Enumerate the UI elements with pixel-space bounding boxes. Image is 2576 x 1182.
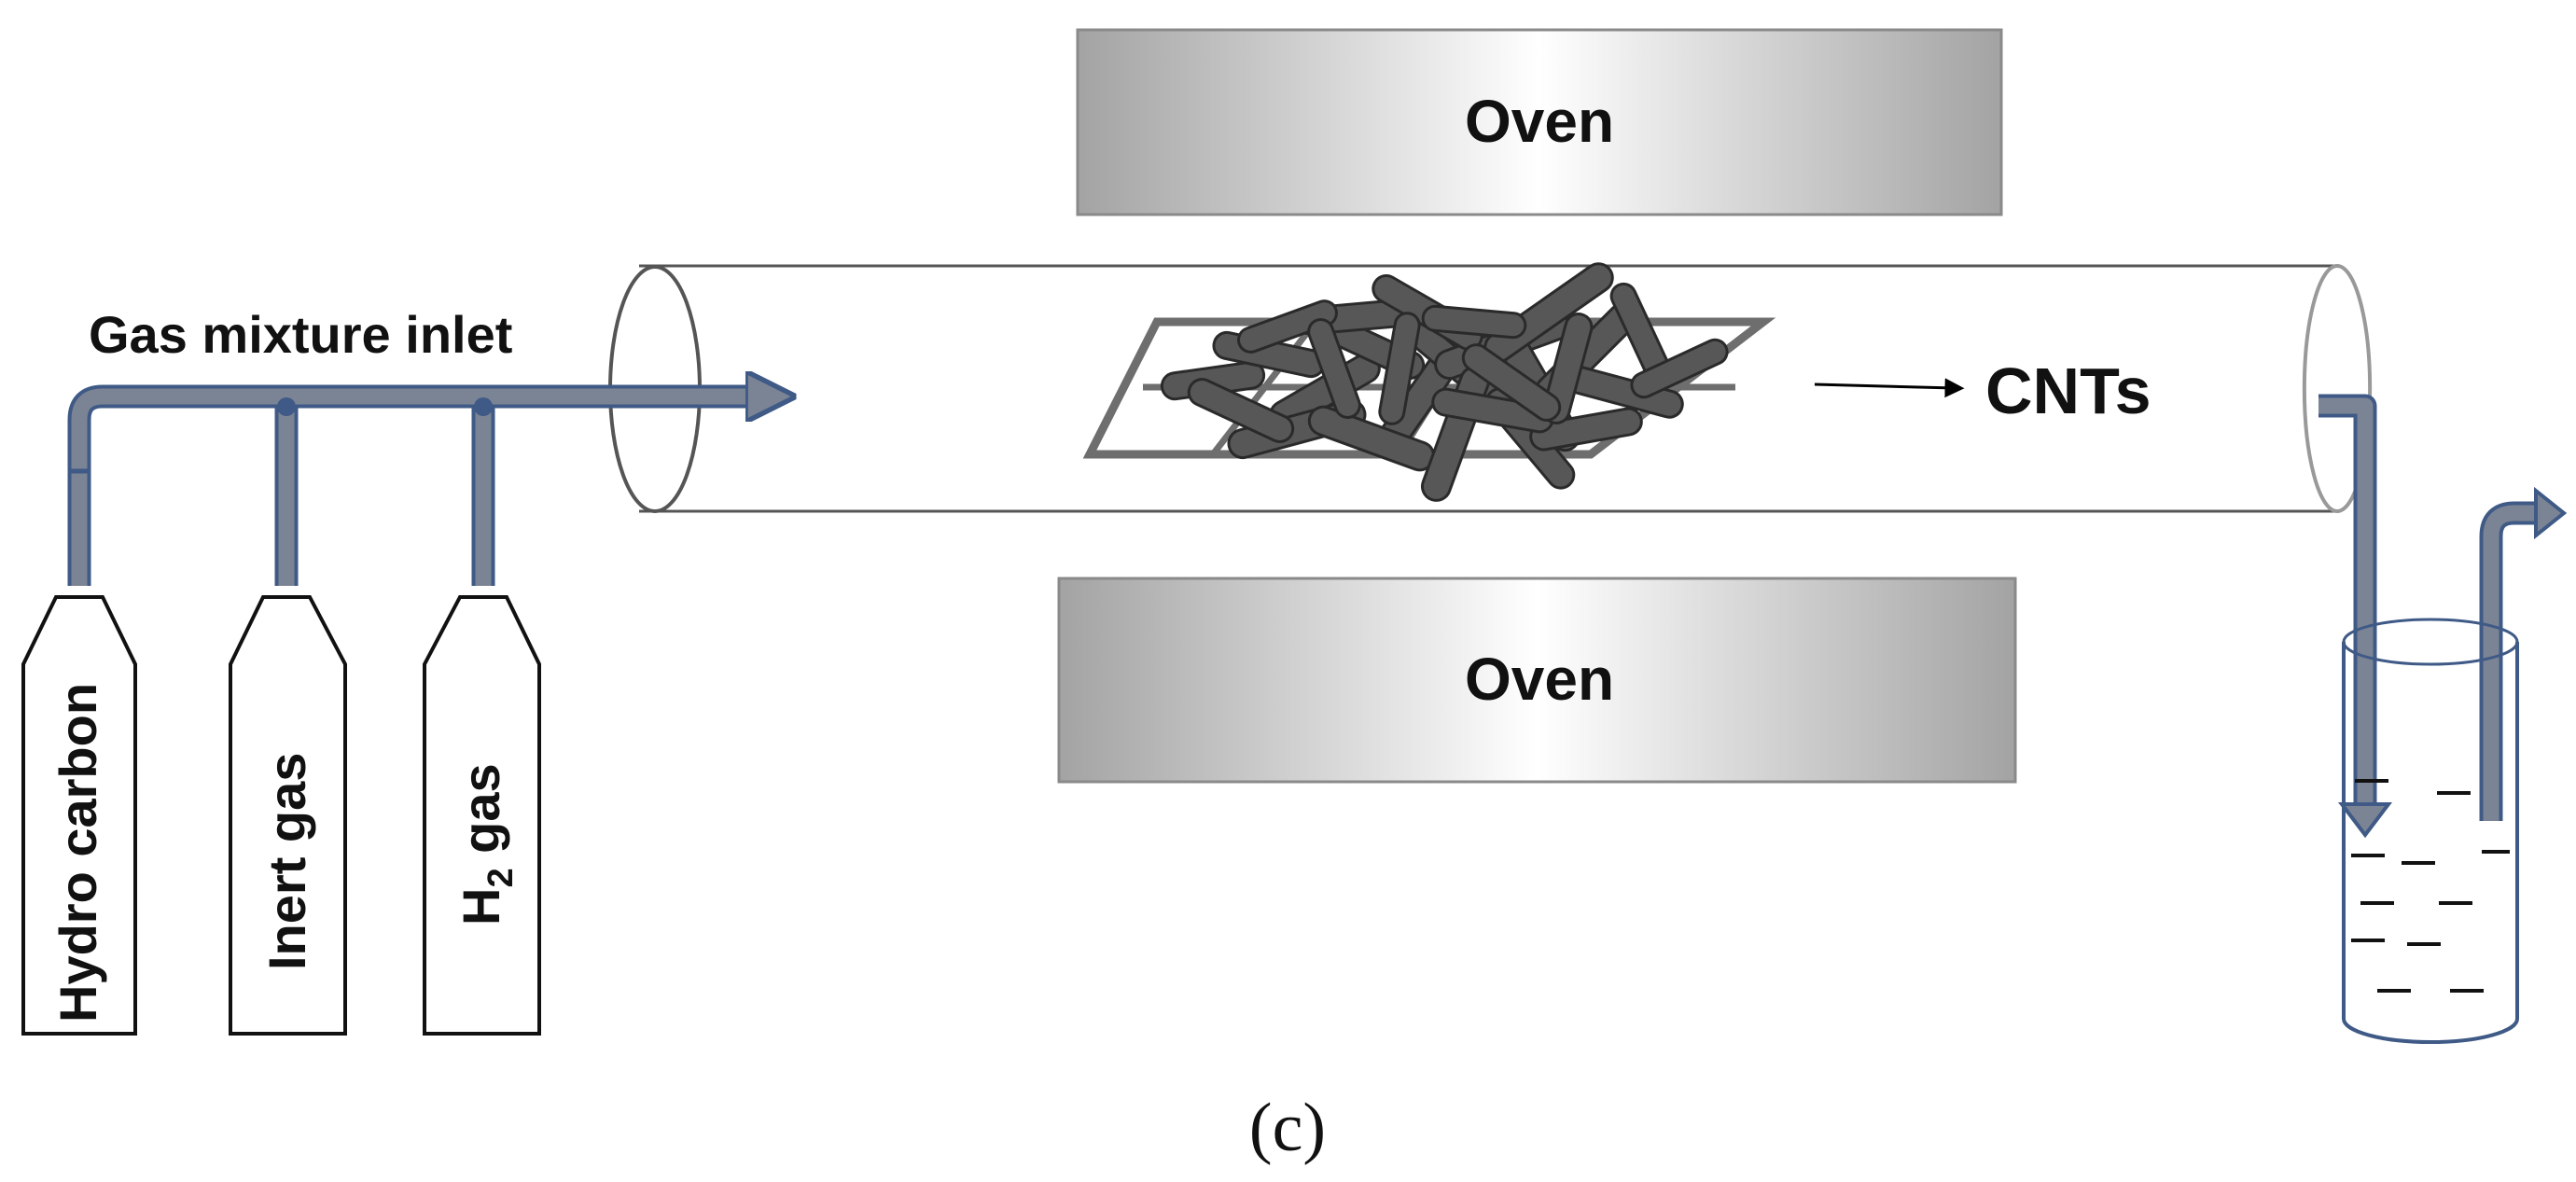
cylinder-inert-gas: Inert gas (229, 595, 347, 1036)
cylinder-hydrocarbon-label: Hydro carbon (49, 683, 107, 1022)
cylinder-h2-gas: H2 gas (423, 595, 541, 1036)
cnt-cluster (1160, 262, 1729, 502)
tube-right-end (2302, 264, 2373, 514)
exhaust-pipes (2318, 394, 2568, 839)
nanotube-rod (1529, 407, 1643, 452)
h2-main: H (452, 888, 510, 925)
oven-bottom-label: Oven (1465, 646, 1614, 713)
figure-caption: (c) (1249, 1090, 1326, 1166)
oven-top: Oven (1076, 28, 2003, 216)
nanotube-rod (1461, 343, 1562, 422)
cnts-arrow (1814, 378, 1965, 398)
cylinder-h2-gas-label: H2 gas (452, 763, 521, 925)
gas-inlet-label: Gas mixture inlet (89, 305, 512, 364)
collection-beaker (2342, 618, 2519, 1044)
nanotube-rod (1378, 312, 1421, 425)
nanotube-rod (1237, 299, 1338, 354)
nanotube-rod (1421, 304, 1527, 340)
liquid-surface-marks (2351, 779, 2510, 993)
cylinder-hydrocarbon: Hydro carbon (21, 595, 137, 1036)
cnts-product: CNTs (1814, 355, 2151, 427)
nanotube-rod (1630, 338, 1729, 399)
cnts-label: CNTs (1985, 355, 2151, 427)
nanotube-rod (1187, 378, 1295, 443)
nanotube-rod (1307, 318, 1361, 419)
h2-tail: gas (452, 763, 510, 868)
cylinder-inert-gas-label: Inert gas (258, 753, 316, 970)
inlet-manifold (67, 396, 756, 586)
oven-top-label: Oven (1465, 88, 1614, 155)
h2-subscript: 2 (481, 868, 521, 887)
oven-bottom: Oven (1057, 577, 2017, 784)
